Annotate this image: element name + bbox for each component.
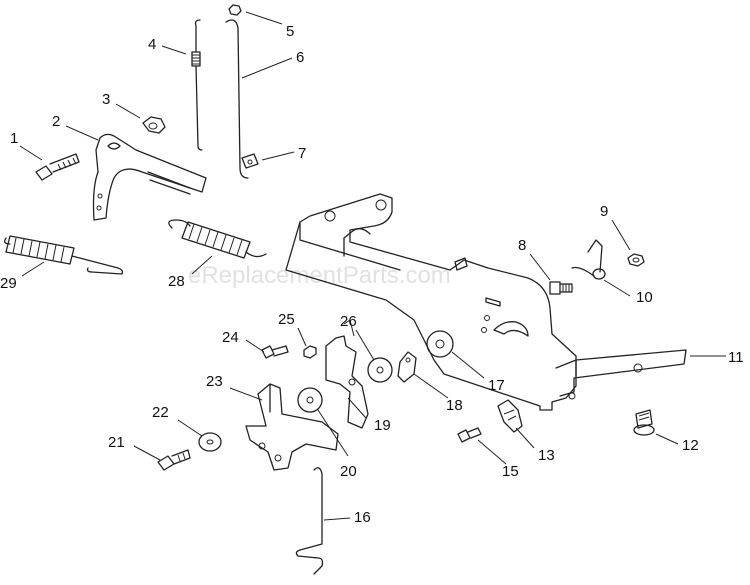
callout-24: 24 — [222, 329, 239, 346]
leader-lines — [19, 11, 726, 521]
part-22-washer — [198, 432, 222, 452]
callout-numbers: 1 2 3 4 5 6 7 8 9 10 11 12 13 15 16 17 1… — [0, 23, 744, 526]
callout-13: 13 — [538, 447, 555, 464]
part-18-lever — [397, 351, 417, 383]
callout-5: 5 — [286, 23, 294, 40]
callout-28: 28 — [168, 273, 185, 290]
part-11-mounting-plate — [285, 193, 687, 411]
part-10-torsion-spring — [571, 239, 606, 280]
callout-8: 8 — [518, 237, 526, 254]
part-20-washer — [297, 387, 323, 413]
callout-4: 4 — [148, 36, 156, 53]
callout-22: 22 — [152, 404, 169, 421]
part-24-bolt — [261, 345, 289, 359]
callout-20: 20 — [340, 463, 357, 480]
part-8-bolt — [549, 281, 573, 295]
part-9-nut — [627, 253, 645, 267]
part-5-nut — [228, 4, 242, 16]
callout-12: 12 — [682, 437, 699, 454]
callout-21: 21 — [108, 434, 125, 451]
part-23-control-bracket — [245, 383, 339, 471]
part-17-washer — [426, 330, 454, 358]
part-1-bolt — [35, 153, 80, 181]
callout-3: 3 — [102, 91, 110, 108]
part-12-bolt — [633, 409, 655, 436]
part-7-clip — [241, 153, 259, 169]
part-29-spring — [4, 235, 124, 275]
part-15-screw — [457, 427, 482, 443]
callout-15: 15 — [502, 463, 519, 480]
watermark-text: eReplacementParts.com — [188, 262, 451, 289]
callout-29: 29 — [0, 275, 17, 292]
callout-17: 17 — [488, 377, 505, 394]
part-3-nut — [142, 116, 166, 134]
callout-9: 9 — [600, 203, 608, 220]
callout-16: 16 — [354, 509, 371, 526]
callout-26: 26 — [340, 313, 357, 330]
callout-23: 23 — [206, 373, 223, 390]
callout-18: 18 — [446, 397, 463, 414]
callout-10: 10 — [636, 289, 653, 306]
part-28-spring — [168, 219, 267, 259]
part-26-washer — [367, 357, 393, 383]
part-2-bracket — [92, 133, 207, 221]
part-25-nut — [303, 345, 317, 359]
callout-11: 11 — [728, 349, 744, 366]
part-6-rod — [225, 19, 249, 179]
part-4-spring — [191, 19, 203, 151]
part-19-lever-plate — [325, 319, 369, 429]
callout-6: 6 — [296, 49, 304, 66]
callout-19: 19 — [374, 417, 391, 434]
part-13-clip — [497, 399, 523, 433]
part-16-rod — [295, 467, 324, 575]
callout-1: 1 — [10, 130, 18, 147]
callout-7: 7 — [298, 145, 306, 162]
callout-25: 25 — [278, 311, 295, 328]
callout-2: 2 — [52, 113, 60, 130]
part-21-bolt — [157, 449, 191, 471]
